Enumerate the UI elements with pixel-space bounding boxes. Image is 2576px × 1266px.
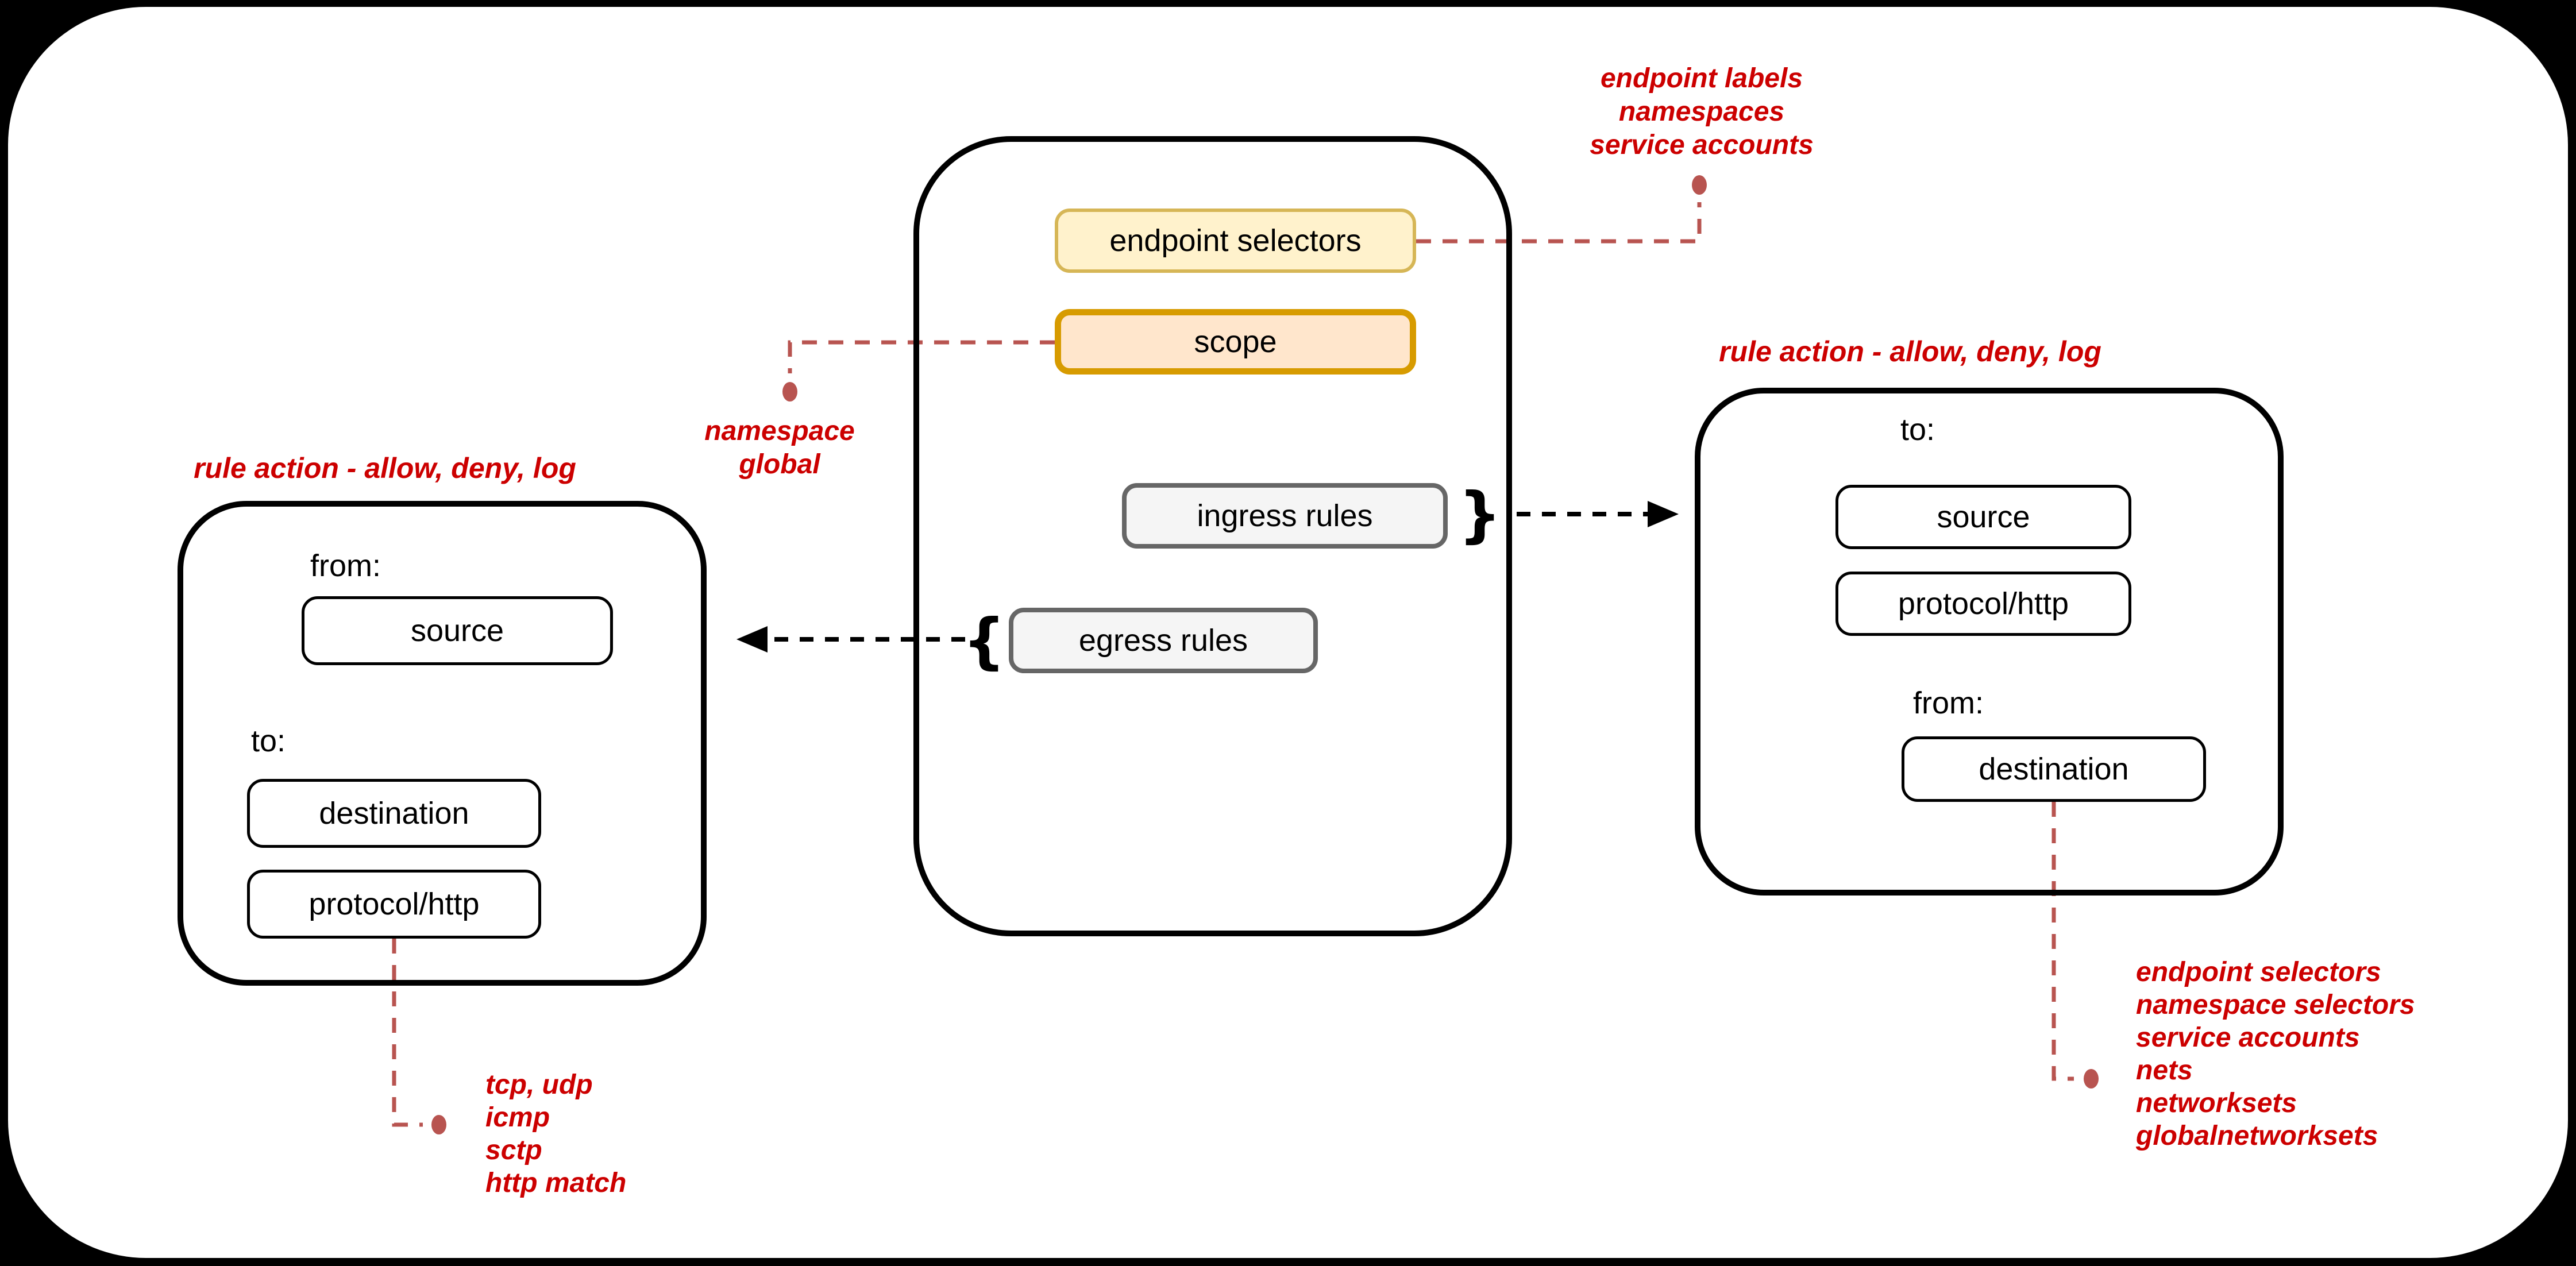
ingress-destination-box: destination	[1902, 736, 2206, 802]
note-line: namespace	[704, 416, 855, 446]
egress-protocol-label: protocol/http	[308, 887, 480, 921]
ingress-from-label: from:	[1913, 686, 1984, 720]
ingress-source-label: source	[1937, 500, 2030, 534]
note-line: global	[739, 449, 820, 480]
ingress-detail-box	[1695, 388, 2284, 896]
note-line: nets	[2136, 1055, 2193, 1086]
egress-rule-action-title: rule action - allow, deny, log	[194, 452, 576, 484]
egress-protocol-box: protocol/http	[247, 870, 541, 939]
egress-source-box: source	[302, 596, 613, 665]
scope-box: scope	[1055, 309, 1416, 375]
note-line: namespaces	[1618, 97, 1785, 127]
note-line: tcp, udp	[485, 1070, 593, 1100]
egress-rules-label: egress rules	[1078, 623, 1248, 658]
egress-brace: {	[962, 606, 1006, 676]
note-line: networksets	[2136, 1088, 2297, 1118]
egress-destination-label: destination	[319, 796, 469, 831]
scope-label: scope	[1194, 325, 1277, 359]
note-line: globalnetworksets	[2136, 1121, 2378, 1151]
ingress-protocol-box: protocol/http	[1835, 572, 2131, 636]
ingress-rule-action-title: rule action - allow, deny, log	[1719, 335, 2101, 368]
note-line: service accounts	[1590, 130, 1814, 160]
ingress-to-label: to:	[1900, 412, 1935, 447]
note-line: namespace selectors	[2136, 990, 2415, 1020]
egress-to-label: to:	[251, 724, 286, 758]
ingress-rules-label: ingress rules	[1197, 499, 1373, 533]
egress-detail-box	[178, 501, 707, 986]
note-line: sctp	[485, 1135, 542, 1165]
ingress-source-box: source	[1835, 485, 2131, 549]
endpoint-selectors-box: endpoint selectors	[1055, 209, 1416, 273]
note-line: service accounts	[2136, 1022, 2360, 1053]
ingress-protocol-label: protocol/http	[1898, 586, 2069, 621]
ingress-brace: }	[1458, 480, 1502, 550]
note-line: http match	[485, 1168, 627, 1198]
egress-source-label: source	[410, 613, 504, 648]
ingress-rules-box: ingress rules	[1122, 483, 1448, 549]
ingress-destination-label: destination	[1979, 752, 2129, 786]
egress-destination-box: destination	[247, 779, 541, 848]
endpoint-selectors-label: endpoint selectors	[1109, 223, 1362, 258]
note-line: endpoint labels	[1600, 63, 1803, 94]
policy-box	[913, 136, 1512, 936]
note-line: endpoint selectors	[2136, 957, 2381, 987]
egress-rules-box: egress rules	[1009, 608, 1318, 673]
note-line: icmp	[485, 1102, 550, 1133]
egress-from-label: from:	[310, 549, 381, 583]
